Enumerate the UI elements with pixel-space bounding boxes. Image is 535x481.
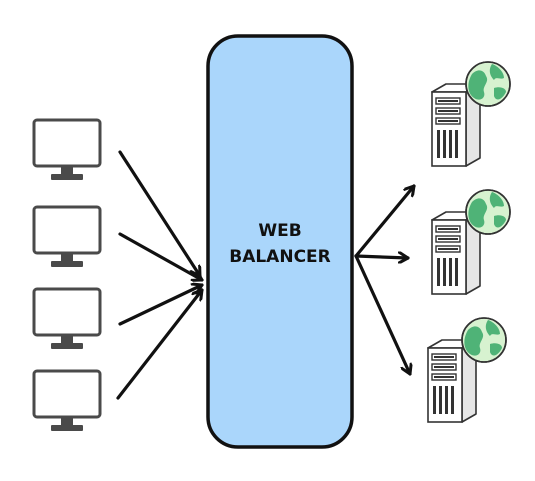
outbound-arrow [354,254,410,376]
web-server-icon [427,317,507,423]
web-server-icon [431,189,511,295]
web-balancer-box [206,34,354,449]
client-desktop-icon [32,369,102,433]
web-server-icon [431,61,511,167]
balancer-label-line2: BALANCER [229,247,331,267]
inbound-arrow [118,150,202,278]
client-desktop-icon [32,205,102,269]
outbound-arrow [354,184,416,258]
inbound-arrow [118,232,204,280]
client-desktop-icon [32,118,102,182]
outbound-arrow [354,256,410,258]
client-desktop-icon [32,287,102,351]
inbound-arrow [118,285,204,326]
inbound-arrow [116,288,204,400]
balancer-label-line1: WEB [258,221,301,241]
